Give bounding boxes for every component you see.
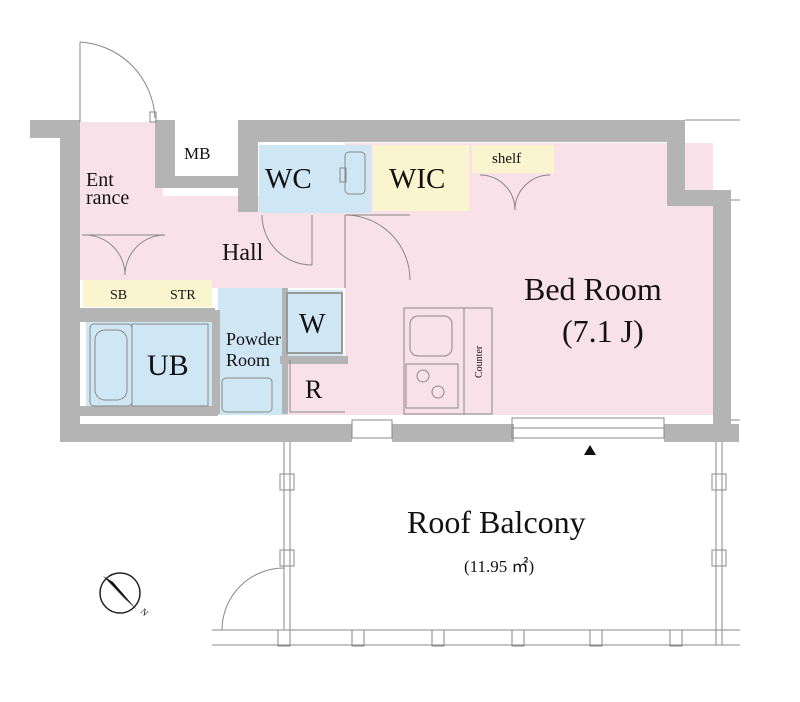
room-labels: Ent rance MB WC WIC shelf Hall SB STR UB…	[86, 144, 662, 576]
compass-icon: N	[99, 572, 151, 618]
sb-label: SB	[110, 288, 127, 303]
balcony-outline	[212, 442, 740, 647]
balcony-label: Roof Balcony	[407, 504, 586, 540]
r-label: R	[305, 375, 323, 404]
entrance-label-2: rance	[86, 187, 129, 209]
hall-label: Hall	[222, 240, 264, 266]
entrance-fill	[80, 122, 163, 280]
room-fills	[80, 122, 713, 415]
w-label: W	[299, 309, 326, 340]
wic-label: WIC	[389, 163, 445, 195]
counter-label: Counter	[474, 345, 485, 378]
wc-fill	[259, 145, 371, 213]
sb-fill	[83, 280, 165, 307]
str-fill	[165, 280, 212, 307]
str-label: STR	[170, 288, 196, 303]
fixture-lines	[79, 41, 740, 439]
wic-fill	[373, 145, 469, 211]
balcony-area-label: (11.95 ㎡)	[464, 557, 534, 576]
powder-label-2: Room	[226, 350, 270, 370]
w-fill	[284, 290, 343, 356]
powder-fill	[218, 288, 288, 415]
shelf-label: shelf	[492, 151, 521, 167]
r-closet-fill	[288, 358, 345, 415]
wc-label: WC	[265, 163, 312, 195]
bedroom-size-label: (7.1 J)	[562, 313, 644, 349]
entrance-marker-icon	[584, 445, 596, 455]
ub-label: UB	[147, 349, 189, 382]
walls	[30, 120, 739, 442]
powder-label-1: Powder	[226, 329, 281, 349]
entrance-label-1: Ent	[86, 169, 114, 191]
shelf-fill	[472, 145, 554, 173]
bedroom-label: Bed Room	[524, 271, 662, 307]
mb-label: MB	[184, 144, 210, 163]
ub-fill	[86, 318, 213, 410]
compass-north-label: N	[139, 606, 151, 618]
